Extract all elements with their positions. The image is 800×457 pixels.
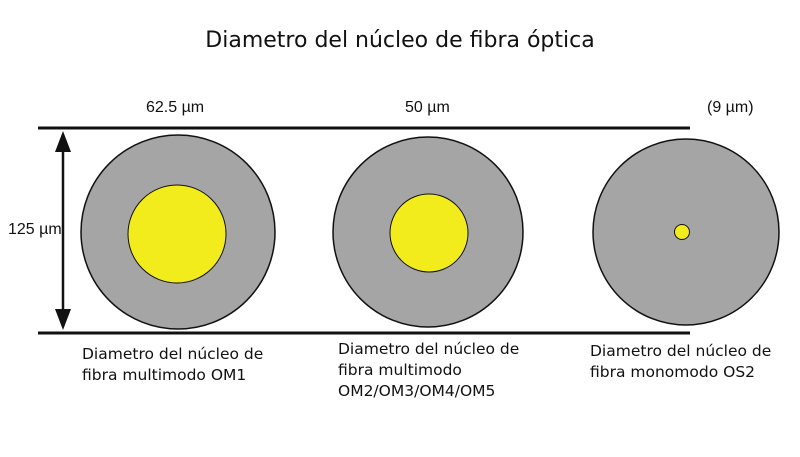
om2-om5-caption: Diametro del núcleo de fibra multimodo O…	[338, 339, 519, 402]
os2-core	[674, 224, 690, 240]
os2-caption: Diametro del núcleo de fibra monomodo OS…	[590, 341, 771, 383]
om1-core	[127, 184, 227, 284]
os2-core-diameter-label: (9 µm)	[707, 99, 754, 116]
om2-om5-caption-line-1: Diametro del núcleo de	[338, 340, 520, 358]
om1-caption: Diametro del núcleo de fibra multimodo O…	[82, 344, 263, 386]
os2-caption-line-1: Diametro del núcleo de	[590, 342, 772, 360]
om2-om5-core-diameter-label: 50 µm	[405, 99, 450, 116]
os2-caption-line-2: fibra monomodo OS2	[590, 363, 756, 381]
om1-caption-line-1: Diametro del núcleo de	[82, 345, 264, 363]
om2-om5-core	[389, 193, 469, 273]
dimension-arrow-head-down	[55, 309, 71, 330]
diagram-title: Diametro del núcleo de fibra óptica	[205, 28, 595, 53]
dimension-arrow-head-up	[55, 131, 71, 152]
om2-om5-caption-line-3: OM2/OM3/OM4/OM5	[338, 382, 496, 400]
om1-caption-line-2: fibra multimodo OM1	[82, 366, 247, 384]
om1-core-diameter-label: 62.5 µm	[146, 99, 205, 116]
cladding-diameter-label: 125 µm	[8, 221, 62, 238]
om2-om5-caption-line-2: fibra multimodo	[338, 361, 462, 379]
